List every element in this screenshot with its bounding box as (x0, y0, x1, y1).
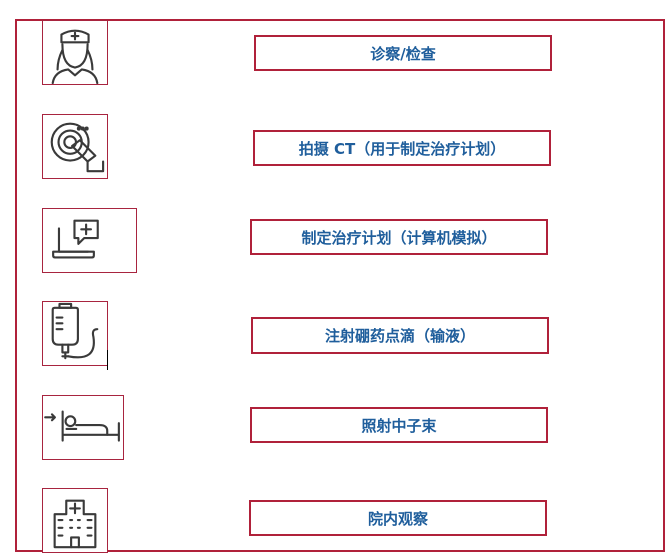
step-label-ct-scan: 拍摄 CT（用于制定治疗计划） (253, 130, 551, 166)
ct-scanner-icon (42, 114, 108, 179)
step-label-inpatient-observation: 院内观察 (249, 500, 547, 536)
hospital-icon (42, 488, 108, 553)
step-label-exam: 诊察/检查 (254, 35, 552, 71)
step-label-neutron-irradiation: 照射中子束 (250, 407, 548, 443)
step-label-boron-infusion: 注射硼药点滴（输液） (251, 317, 549, 354)
computer-medical-icon (42, 208, 137, 273)
text-cursor (107, 350, 108, 370)
iv-drip-icon (42, 301, 108, 366)
step-label-treatment-plan: 制定治疗计划（计算机模拟） (250, 219, 548, 255)
nurse-icon (42, 20, 108, 85)
patient-bed-icon (42, 395, 124, 460)
flow-frame (15, 19, 665, 552)
